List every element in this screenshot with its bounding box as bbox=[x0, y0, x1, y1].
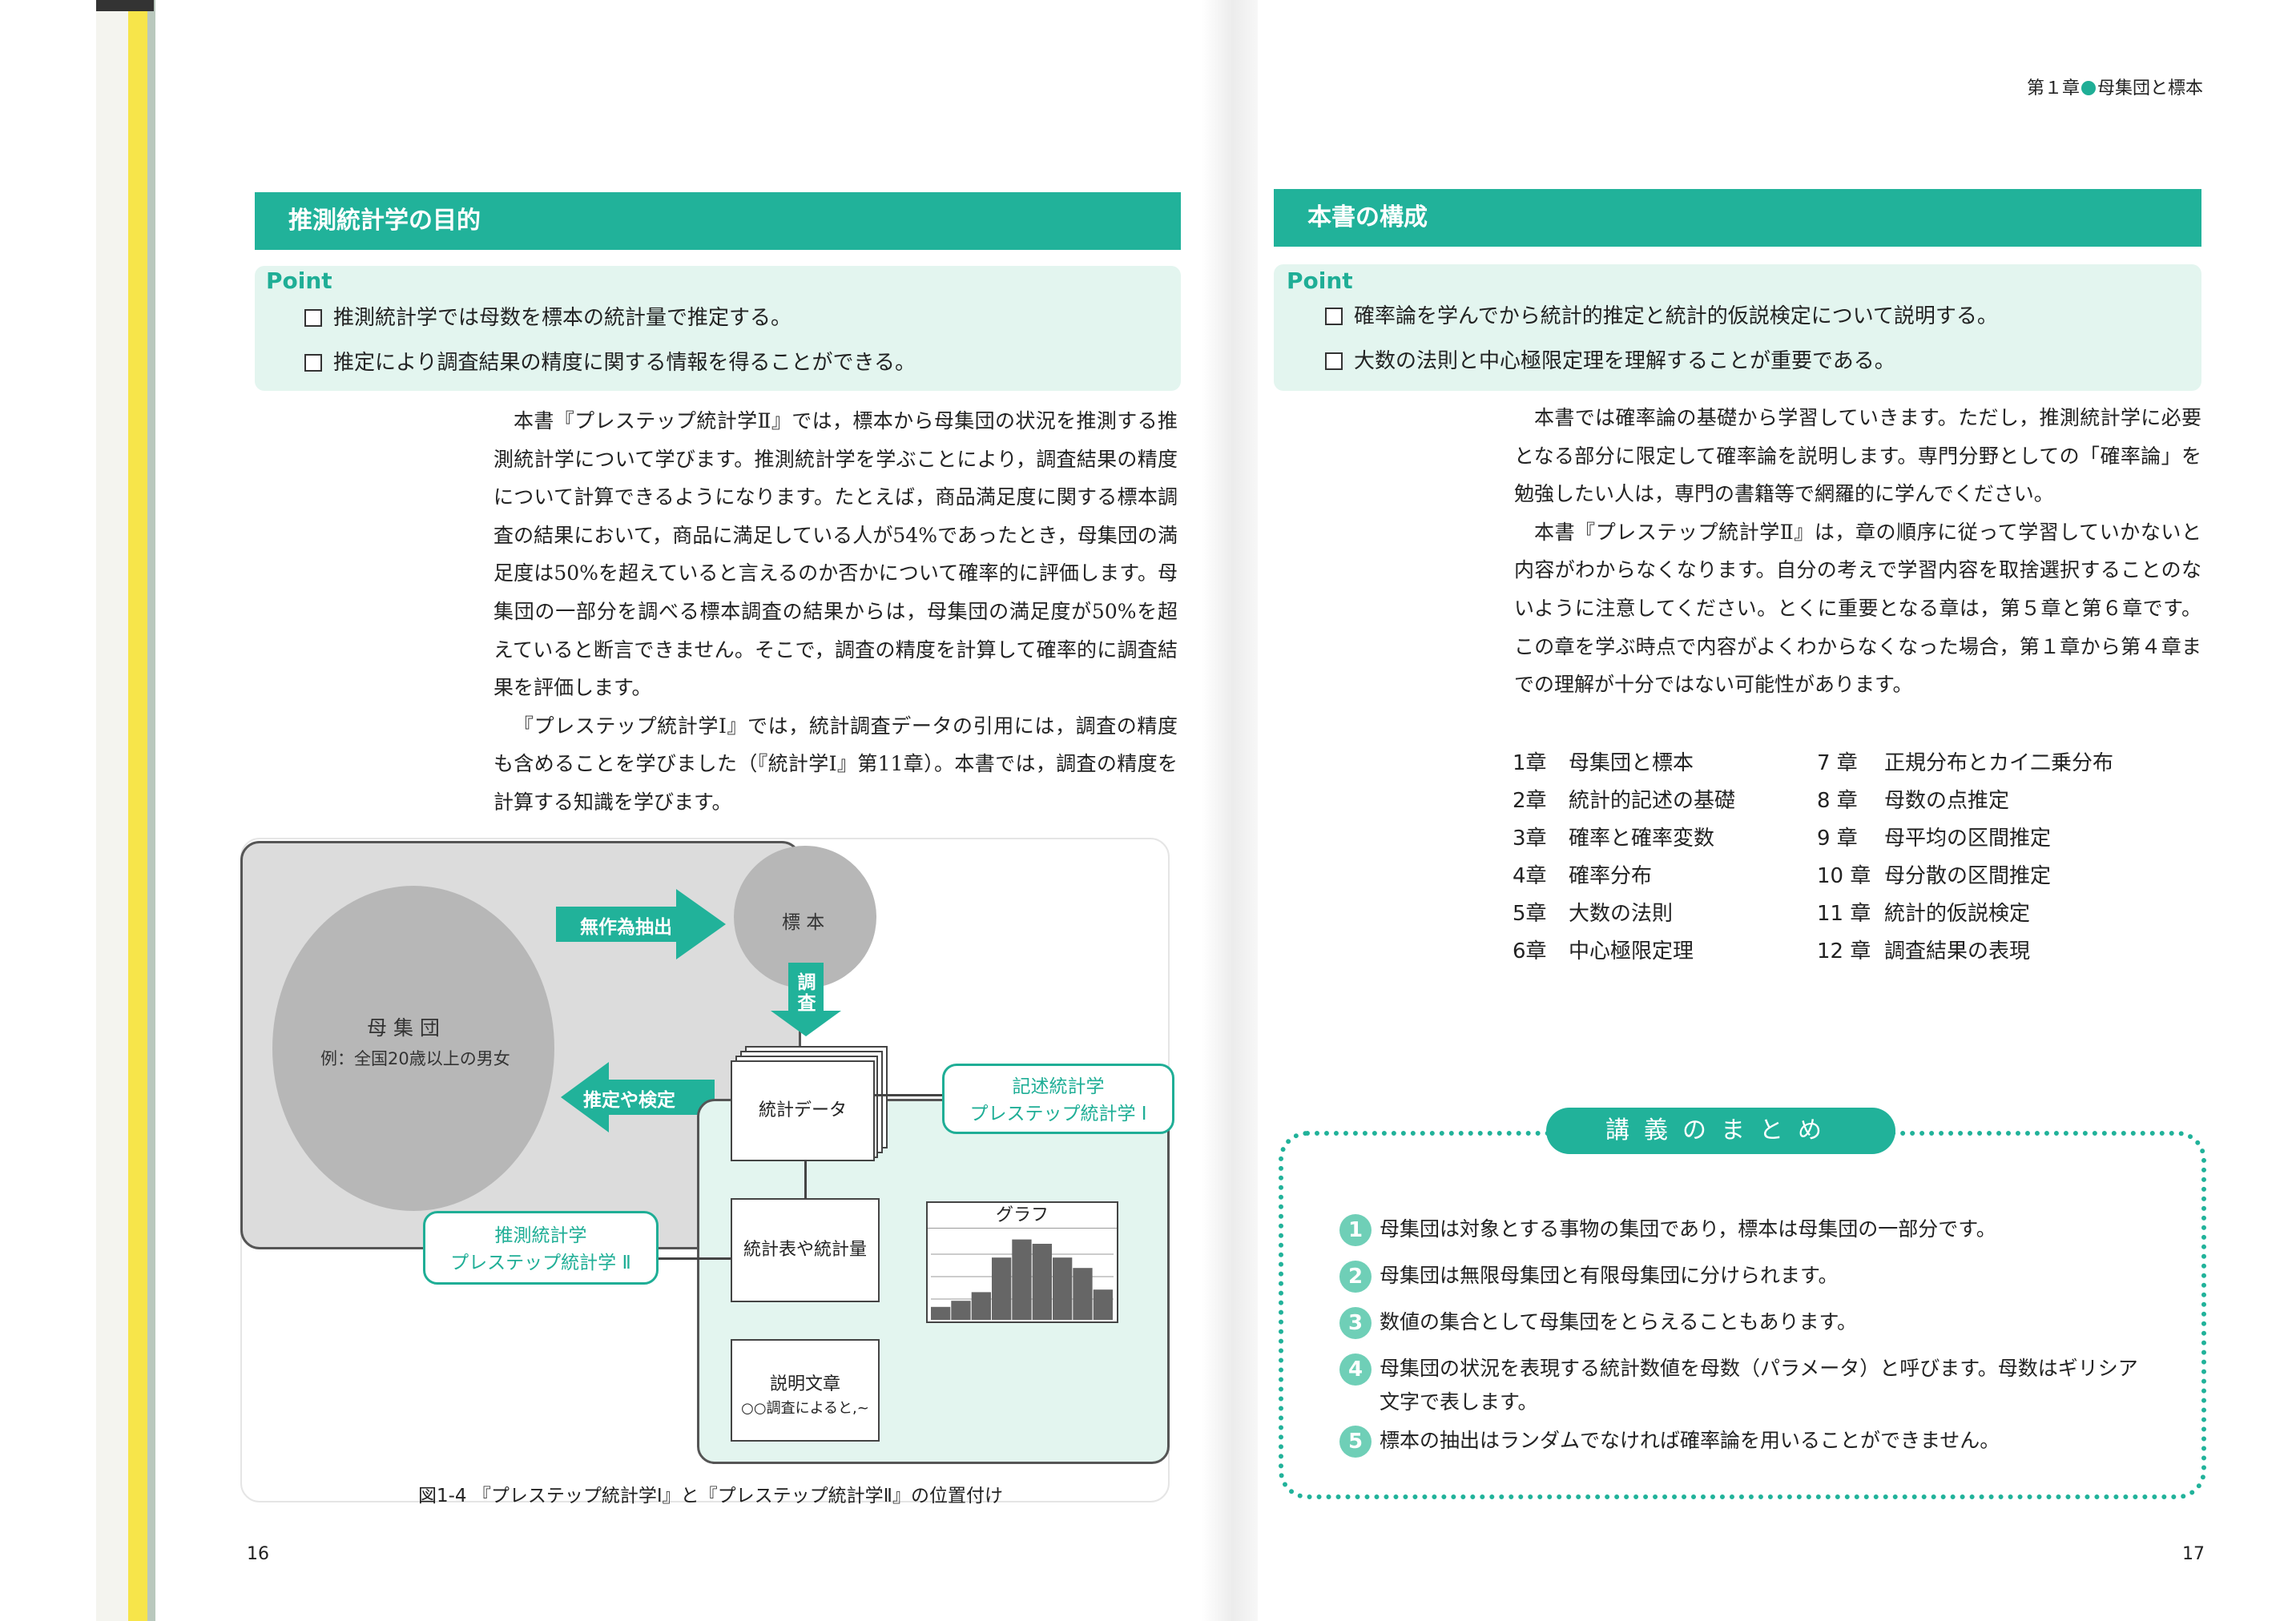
chapter-item: 2章統計的記述の基礎 bbox=[1513, 789, 1736, 813]
point-box-right bbox=[1274, 264, 2201, 391]
chapter-item: 11 章統計的仮説検定 bbox=[1817, 902, 2031, 926]
histogram bbox=[931, 1239, 1114, 1320]
body-text-right: 本書では確率論の基礎から学習していきます。ただし，推測統計学に必要となる部分に限… bbox=[1514, 399, 2201, 704]
connector bbox=[804, 1161, 807, 1198]
chapter-item: 6章中心極限定理 bbox=[1513, 939, 1694, 963]
histogram-bar bbox=[992, 1257, 1012, 1320]
summary-item: 母集団は対象とする事物の集団であり，標本は母集団の一部分です。 bbox=[1380, 1217, 1996, 1241]
point-label-left: Point bbox=[266, 267, 332, 294]
point-item: 推定により調査結果の精度に関する情報を得ることができる。 bbox=[304, 346, 916, 376]
histogram-bar bbox=[971, 1292, 991, 1320]
paragraph: 本書では確率論の基礎から学習していきます。ただし，推測統計学に必要となる部分に限… bbox=[1514, 406, 2201, 506]
right-arrow-icon bbox=[556, 889, 726, 959]
summary-item: 数値の集合として母集団をとらえることもあります。 bbox=[1380, 1310, 1858, 1333]
histogram-bar bbox=[1093, 1289, 1113, 1320]
page-edge-top bbox=[96, 0, 154, 11]
left-arrow-icon bbox=[561, 1062, 715, 1132]
population-example: 例：全国20歳以上の男女 bbox=[320, 1049, 510, 1068]
arrow-estimate-label: 推定や検定 bbox=[583, 1090, 675, 1111]
page-number-left: 16 bbox=[247, 1544, 269, 1564]
arrow-random-label: 無作為抽出 bbox=[580, 917, 672, 938]
paragraph: 本書『プレステップ統計学Ⅱ』では，標本から母集団の状況を推測する推測統計学につい… bbox=[493, 409, 1178, 700]
inferential-line1: 推測統計学 bbox=[494, 1225, 587, 1246]
page-number-right: 17 bbox=[2182, 1544, 2205, 1564]
connector bbox=[875, 1094, 944, 1096]
point-item: 確率論を学んでから統計的推定と統計的仮説検定について説明する。 bbox=[1325, 300, 1998, 329]
stat-table-box: 統計表や統計量 bbox=[731, 1198, 880, 1302]
point-box-left bbox=[255, 266, 1181, 391]
chapter-item: 4章確率分布 bbox=[1513, 864, 1653, 888]
page-edge-gray bbox=[147, 0, 155, 1621]
inferential-line2: プレステップ統計学 Ⅱ bbox=[450, 1253, 631, 1273]
header-title: 母集団と標本 bbox=[2097, 78, 2204, 99]
graph-box: グラフ bbox=[926, 1201, 1118, 1323]
explain-title: 説明文章 bbox=[769, 1374, 840, 1394]
chapter-item: 1章母集団と標本 bbox=[1513, 751, 1694, 775]
chapter-item: 3章確率と確率変数 bbox=[1513, 827, 1715, 851]
histogram-bar bbox=[1012, 1239, 1032, 1320]
stat-data-box: 統計データ bbox=[731, 1060, 875, 1161]
header-chapter: 第１章 bbox=[2027, 78, 2080, 99]
figure-caption: 図1-4 『プレステップ統計学Ⅰ』と『プレステップ統計学Ⅱ』の位置付け bbox=[418, 1486, 1003, 1506]
point-label-right: Point bbox=[1287, 267, 1353, 294]
running-header: 第１章母集団と標本 bbox=[2027, 74, 2203, 99]
explain-sub: ○○調査によると,~ bbox=[741, 1400, 869, 1417]
section-banner-right: 本書の構成 bbox=[1274, 189, 2201, 247]
number-badge-icon: 5 bbox=[1339, 1426, 1372, 1458]
chapter-item: 8 章母数の点推定 bbox=[1817, 789, 2010, 813]
point-item: 推測統計学では母数を標本の統計量で推定する。 bbox=[304, 301, 792, 331]
histogram-bar bbox=[1032, 1244, 1052, 1320]
chapter-item: 12 章調査結果の表現 bbox=[1817, 939, 2031, 963]
checkbox-icon bbox=[1325, 352, 1343, 370]
number-badge-icon: 4 bbox=[1339, 1354, 1372, 1386]
explain-box: 説明文章 ○○調査によると,~ bbox=[731, 1339, 880, 1442]
summary-item: 母集団の状況を表現する統計数値を母数（パラメータ）と呼びます。母数はギリシア文字… bbox=[1380, 1357, 2138, 1414]
chapter-item: 9 章母平均の区間推定 bbox=[1817, 827, 2052, 851]
body-text-left: 本書『プレステップ統計学Ⅱ』では，標本から母集団の状況を推測する推測統計学につい… bbox=[493, 402, 1178, 822]
section-banner-left: 推測統計学の目的 bbox=[255, 192, 1181, 250]
histogram-bar bbox=[951, 1301, 971, 1320]
checkbox-icon bbox=[1325, 308, 1343, 325]
histogram-bar bbox=[931, 1306, 951, 1320]
paragraph: 『プレステップ統計学Ⅰ』では，統計調査データの引用には，調査の精度も含めることを… bbox=[493, 714, 1178, 814]
number-badge-icon: 3 bbox=[1339, 1307, 1372, 1339]
number-badge-icon: 2 bbox=[1339, 1261, 1372, 1293]
chapter-item: 5章大数の法則 bbox=[1513, 902, 1674, 926]
histogram-bar bbox=[1073, 1268, 1093, 1320]
population-title: 母 集 団 bbox=[367, 1016, 440, 1040]
descriptive-label-box: 記述統計学 プレステップ統計学 Ⅰ bbox=[942, 1064, 1174, 1134]
chapter-item: 7 章正規分布とカイ二乗分布 bbox=[1817, 751, 2114, 775]
summary-title: 講義のまとめ bbox=[1546, 1108, 1895, 1154]
bullet-dot-icon bbox=[2081, 81, 2097, 95]
inferential-label-box: 推測統計学 プレステップ統計学 Ⅱ bbox=[423, 1211, 659, 1285]
histogram-bar bbox=[1053, 1257, 1073, 1320]
connector bbox=[657, 1257, 732, 1260]
checkbox-icon bbox=[304, 309, 322, 327]
down-arrow-icon bbox=[771, 963, 841, 1036]
checkbox-icon bbox=[304, 354, 322, 372]
descriptive-line2: プレステップ統計学 Ⅰ bbox=[969, 1104, 1147, 1124]
paragraph: 本書『プレステップ統計学Ⅱ』は，章の順序に従って学習していかないと内容がわからな… bbox=[1514, 520, 2201, 697]
point-item: 大数の法則と中心極限定理を理解することが重要である。 bbox=[1325, 344, 1895, 374]
summary-item: 母集団は無限母集団と有限母集団に分けられます。 bbox=[1380, 1264, 1839, 1287]
summary-item: 標本の抽出はランダムでなければ確率論を用いることができません。 bbox=[1380, 1429, 2000, 1452]
page-edge-left bbox=[96, 0, 128, 1621]
descriptive-line1: 記述統計学 bbox=[1012, 1076, 1105, 1097]
graph-title: グラフ bbox=[928, 1203, 1117, 1229]
number-badge-icon: 1 bbox=[1339, 1214, 1372, 1246]
survey-label: 調査 bbox=[797, 972, 816, 1014]
page-edge-yellow bbox=[128, 0, 147, 1621]
population-ellipse bbox=[272, 886, 554, 1211]
sample-label: 標 本 bbox=[782, 912, 825, 933]
chapter-item: 10 章母分散の区間推定 bbox=[1817, 864, 2052, 888]
book-spine bbox=[1202, 0, 1258, 1621]
